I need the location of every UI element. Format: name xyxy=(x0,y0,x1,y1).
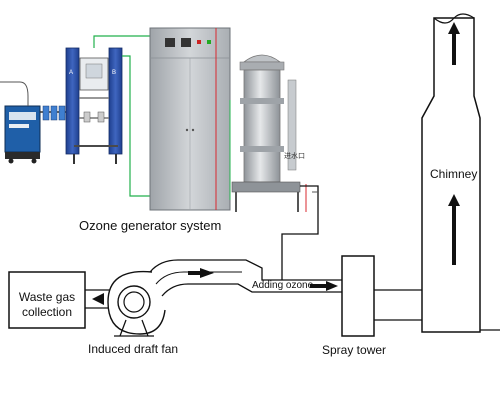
ozone-generator-label: Ozone generator system xyxy=(79,218,222,233)
chimney-icon xyxy=(421,13,481,333)
ozone-generator-icon xyxy=(149,27,231,211)
waste-gas-collection-label: Waste gas collection xyxy=(18,290,76,319)
svg-text:A: A xyxy=(69,70,73,76)
filter-set-icon xyxy=(40,105,70,121)
air-compressor-icon xyxy=(4,105,41,164)
svg-text:B: B xyxy=(112,70,116,76)
flow-arrow-icon xyxy=(452,205,456,265)
induced-draft-fan-label: Induced draft fan xyxy=(88,342,179,356)
adding-ozone-label: Adding ozone xyxy=(252,280,314,291)
reactor-tank-icon xyxy=(231,54,301,212)
air-dryer-icon: A B xyxy=(65,47,123,164)
air-line-icon xyxy=(19,81,29,106)
flow-arrow-icon xyxy=(92,293,104,305)
fan-icon xyxy=(107,270,166,337)
flow-arrow-icon xyxy=(448,22,460,34)
oxygen-pipe xyxy=(122,55,150,197)
spray-tower-label: Spray tower xyxy=(322,343,387,357)
flow-arrow-icon xyxy=(326,281,338,291)
waste-gas-collection-box xyxy=(8,271,86,329)
flow-arrow-icon xyxy=(452,33,456,65)
ozone-delivery-line xyxy=(281,185,319,280)
duct-upper xyxy=(149,259,342,281)
duct-middle xyxy=(155,271,242,285)
flow-arrow-icon xyxy=(200,268,214,278)
flow-arrow-icon xyxy=(310,284,327,288)
flow-arrow-icon xyxy=(188,271,201,275)
oxygen-pipe xyxy=(93,35,150,48)
chimney-label: Chimney xyxy=(430,167,478,181)
duct-lower xyxy=(161,283,342,297)
water-inlet-tag: 进水口 xyxy=(284,152,305,160)
flow-arrow-icon xyxy=(448,194,460,206)
spray-tower-box xyxy=(341,255,375,337)
